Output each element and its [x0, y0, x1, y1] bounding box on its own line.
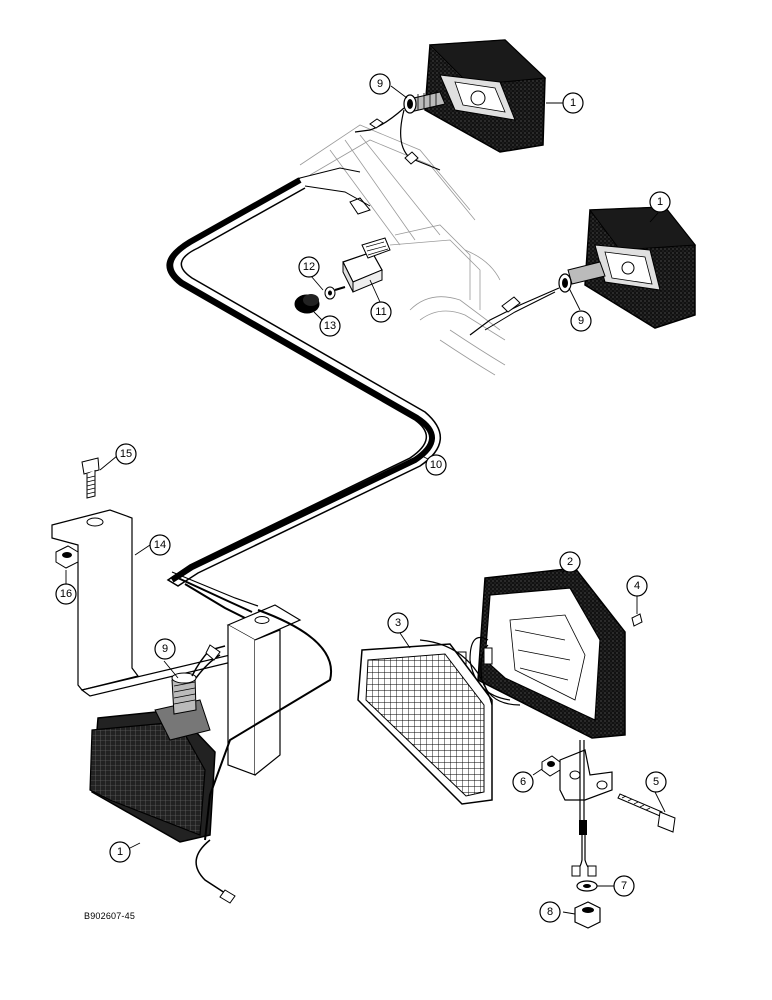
callout-8: 8: [539, 901, 561, 923]
callout-1-right-label: 1: [657, 196, 663, 208]
grommet-9-left: [171, 672, 197, 715]
figure-reference-code: B902607-45: [84, 911, 136, 921]
callout-1-top: 1: [562, 92, 584, 114]
background-harness-ghost-lines: [299, 124, 506, 376]
callout-11: 11: [370, 301, 392, 323]
callout-1-bottom: 1: [109, 841, 131, 863]
right-connector: [501, 296, 521, 313]
work-lamp-right: [567, 206, 696, 329]
callout-10-label: 10: [430, 459, 442, 471]
top-connector-b: [404, 151, 419, 165]
mount-bracket-14: [51, 509, 302, 776]
top-connector-a: [369, 118, 384, 129]
callout-12: 12: [298, 256, 320, 278]
callout-4: 4: [626, 575, 648, 597]
callout-7-label: 7: [621, 880, 627, 892]
switch-nut-12: [324, 286, 336, 300]
housing-lead: [469, 636, 511, 701]
switch-11: [342, 237, 391, 293]
work-lamp-bottom-left: [89, 699, 216, 843]
callout-10: 10: [425, 454, 447, 476]
callout-11-label: 11: [375, 306, 386, 318]
harness-connector-c: [349, 197, 371, 215]
callout-2-label: 2: [567, 556, 573, 568]
callout-6: 6: [512, 771, 534, 793]
harness-10: [166, 177, 442, 619]
lock-washer-7: [576, 880, 598, 892]
work-lamp-top: [404, 39, 547, 153]
callout-2: 2: [559, 551, 581, 573]
callout-4-label: 4: [634, 580, 640, 592]
callout-9-right: 9: [570, 310, 592, 332]
left-lead-connector: [205, 644, 221, 661]
harness-to-bottom-lamp: [204, 609, 333, 841]
callout-8-label: 8: [547, 906, 553, 918]
nut-6: [541, 755, 561, 777]
callout-13-label: 13: [324, 320, 336, 332]
callout-5-label: 5: [653, 776, 659, 788]
callout-3: 3: [387, 612, 409, 634]
callout-1-right: 1: [649, 191, 671, 213]
callout-3-label: 3: [395, 617, 401, 629]
lamp-housing-2: [477, 567, 626, 739]
grommet-9-right: [558, 273, 572, 293]
callout-1-top-label: 1: [570, 97, 576, 109]
callout-6-label: 6: [520, 776, 526, 788]
callout-1-bottom-label: 1: [117, 846, 123, 858]
lens-3: [357, 639, 493, 805]
callout-12-label: 12: [303, 261, 315, 273]
callout-9-left: 9: [154, 638, 176, 660]
right-lamp-lead-2: [484, 291, 556, 331]
callout-13: 13: [319, 315, 341, 337]
ground-lead: [195, 839, 229, 896]
callout-9-top-label: 9: [377, 78, 383, 90]
callout-9-right-label: 9: [578, 315, 584, 327]
callout-15-label: 15: [120, 448, 132, 460]
screw-4: [631, 613, 643, 627]
mount-bracket-lamp: [559, 740, 613, 877]
right-lamp-lead: [469, 287, 560, 336]
bolt-5: [617, 793, 676, 833]
nut-8: [574, 901, 601, 929]
callout-7: 7: [613, 875, 635, 897]
nut-16: [55, 545, 79, 569]
callout-15: 15: [115, 443, 137, 465]
ground-terminal: [219, 889, 236, 904]
bolt-15: [81, 457, 100, 499]
callout-16: 16: [55, 583, 77, 605]
callout-14: 14: [149, 534, 171, 556]
callout-5: 5: [645, 771, 667, 793]
switch-knob-13: [294, 294, 320, 314]
callout-14-label: 14: [154, 539, 166, 551]
grommet-9-top: [403, 94, 417, 114]
top-lamp-lead: [354, 107, 405, 133]
callout-9-top: 9: [369, 73, 391, 95]
callout-16-label: 16: [60, 588, 72, 600]
callout-9-left-label: 9: [162, 643, 168, 655]
